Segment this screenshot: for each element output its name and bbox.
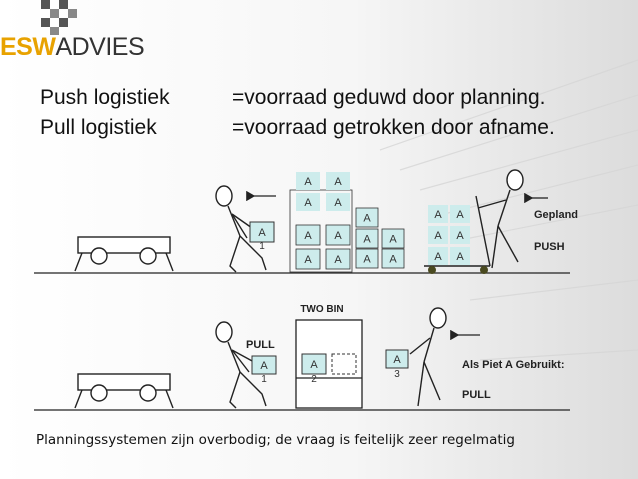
push-trolley-box: A xyxy=(450,226,470,244)
push-stock-box: A xyxy=(296,172,320,190)
two-bin-label: TWO BIN xyxy=(300,304,343,315)
push-stock-box: A xyxy=(326,172,350,190)
push-stock-box: A xyxy=(355,207,379,228)
push-stock-box-letter: A xyxy=(363,234,371,246)
push-trolley-box: A xyxy=(450,205,470,223)
pull-definition: =voorraad getrokken door afname. xyxy=(232,116,555,139)
brand-accent: ESW xyxy=(0,33,56,61)
push-stock-box-letter: A xyxy=(363,213,371,225)
brand-rest: ADVIES xyxy=(55,33,145,61)
push-stock-box-letter: A xyxy=(363,254,371,266)
pull-box3-number: 3 xyxy=(394,369,400,380)
push-stock-box: A xyxy=(326,193,350,211)
brand-logo: ESWADVIES xyxy=(0,33,145,62)
push-trolley-box-letter: A xyxy=(456,251,464,263)
pull-empty-cart xyxy=(74,373,174,409)
push-stock-box-letter: A xyxy=(304,230,312,242)
pull-box1-letter: A xyxy=(260,360,268,372)
push-person-icon xyxy=(215,185,267,273)
pull-box3-letter: A xyxy=(393,354,401,366)
push-stock-box-letter: A xyxy=(304,176,312,188)
push-trolley-box-letter: A xyxy=(456,209,464,221)
push-stack-frame xyxy=(289,189,353,273)
push-carried-box-number: 1 xyxy=(259,241,265,252)
push-stock-box-letter: A xyxy=(334,254,342,266)
push-trolley-box: A xyxy=(428,247,448,265)
push-stock-box-letter: A xyxy=(389,254,397,266)
push-stock-box: A xyxy=(296,193,320,211)
pull-label-pull: PULL xyxy=(462,389,491,401)
pull-carried-box: A 1 xyxy=(251,355,277,385)
push-definition: =voorraad geduwd door planning. xyxy=(232,86,546,109)
pull-label-piet: Als Piet A Gebruikt: xyxy=(462,359,564,371)
push-carried-box-letter: A xyxy=(258,227,266,239)
push-stock-box-letter: A xyxy=(334,197,342,209)
push-label-push: PUSH xyxy=(534,241,565,253)
pull-person-icon xyxy=(215,321,267,409)
push-trolley-box: A xyxy=(450,247,470,265)
push-trolley-box-letter: A xyxy=(434,230,442,242)
push-stock-box-letter: A xyxy=(334,230,342,242)
push-stock-box-letter: A xyxy=(389,234,397,246)
push-trolley-box: A xyxy=(428,205,448,223)
push-stock-box-letter: A xyxy=(304,254,312,266)
pull-label-left: PULL xyxy=(246,339,275,351)
push-trolley-box-letter: A xyxy=(434,251,442,263)
footer-note: Planningssystemen zijn overbodig; de vra… xyxy=(36,432,515,448)
logo-checkered-icon xyxy=(41,0,77,35)
push-trolley-box-letter: A xyxy=(456,230,464,242)
push-trolley-box: A xyxy=(428,226,448,244)
pull-term: Pull logistiek xyxy=(40,116,157,139)
pull-box2-number: 2 xyxy=(311,374,317,385)
push-stock-box-letter: A xyxy=(334,176,342,188)
push-label-gepland: Gepland xyxy=(534,209,578,221)
push-pusher-icon xyxy=(477,169,524,269)
two-bin-rack xyxy=(295,319,363,409)
push-term: Push logistiek xyxy=(40,86,170,109)
push-trolley xyxy=(424,195,491,274)
push-stock-box: A xyxy=(355,248,379,269)
pull-box1-number: 1 xyxy=(261,374,267,385)
pull-box2-letter: A xyxy=(310,359,318,371)
pull-user-icon xyxy=(409,307,447,407)
push-stock-box: A xyxy=(381,248,405,269)
push-stock-box: A xyxy=(295,224,321,246)
push-trolley-box-letter: A xyxy=(434,209,442,221)
push-stock-box-letter: A xyxy=(304,197,312,209)
push-stock-box: A xyxy=(325,224,351,246)
push-stock-box: A xyxy=(325,248,351,270)
push-carried-box: A 1 xyxy=(249,221,275,252)
push-stock-box: A xyxy=(355,228,379,249)
push-stock-box: A xyxy=(295,248,321,270)
push-stock-box: A xyxy=(381,228,405,249)
pull-box3 xyxy=(385,349,409,369)
pull-scene: PULL A 1 TWO BIN A xyxy=(34,304,570,411)
push-empty-cart xyxy=(74,236,174,272)
